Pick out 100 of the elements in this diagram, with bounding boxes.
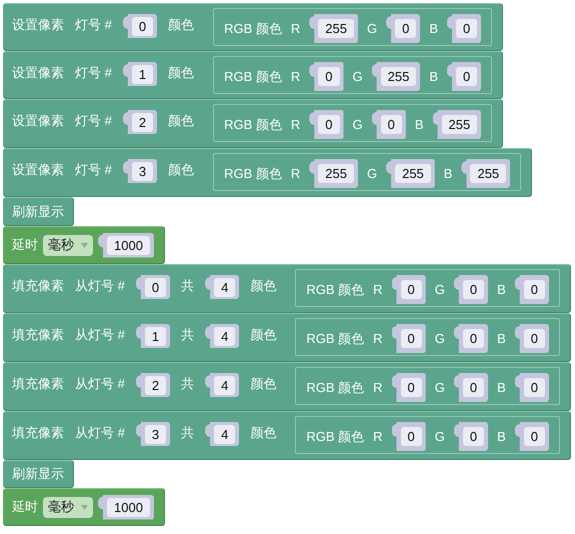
number-block — [205, 422, 240, 446]
number-field: 0 — [456, 19, 478, 38]
block-label: R — [290, 116, 300, 134]
block-label: 共 — [181, 326, 194, 344]
block-label: B — [497, 379, 506, 397]
block-label: R — [373, 428, 382, 446]
number-field: 0 — [524, 329, 545, 348]
number-field: 0 — [462, 378, 484, 397]
number-field: 2 — [132, 112, 154, 132]
number-block — [461, 159, 510, 188]
rgb-color-block — [213, 8, 492, 46]
number-block — [514, 275, 549, 304]
number-block — [309, 62, 344, 91]
block-label: G — [352, 68, 363, 86]
block-label: 设置像素 — [12, 16, 64, 34]
block-label: R — [290, 68, 300, 86]
block-label: G — [434, 330, 445, 348]
number-block — [136, 275, 170, 299]
number-field: 0 — [456, 67, 478, 86]
number-field: 4 — [214, 326, 236, 346]
block-label: 从灯号 # — [75, 375, 125, 393]
block-label: 设置像素 — [12, 64, 64, 82]
number-field: 0 — [524, 378, 545, 397]
block-label: RGB 颜色 — [306, 330, 364, 348]
block-label: 颜色 — [250, 375, 276, 393]
number-field: 0 — [132, 16, 154, 36]
number-block — [136, 324, 170, 348]
block-label: B — [497, 428, 506, 446]
delay-block — [3, 488, 165, 526]
number-field: 0 — [380, 115, 402, 134]
block-label: 从灯号 # — [75, 424, 125, 442]
block-label: 灯号 # — [75, 161, 112, 179]
block-label: R — [373, 330, 382, 348]
number-field: 0 — [318, 115, 340, 134]
number-field: 2 — [144, 376, 166, 394]
number-block — [136, 373, 170, 397]
block-label: B — [429, 68, 438, 86]
number-field: 0 — [400, 378, 422, 397]
number-block — [98, 494, 154, 520]
fill-pixels-block — [3, 362, 571, 411]
number-block — [514, 422, 549, 451]
unit-dropdown: 毫秒 — [43, 496, 93, 518]
block-label: 颜色 — [168, 16, 194, 34]
number-field: 4 — [214, 424, 236, 444]
fill-pixels-block — [3, 264, 571, 313]
fill-pixels-block — [3, 411, 571, 460]
block-label: RGB 颜色 — [224, 116, 282, 134]
number-field: 0 — [395, 19, 416, 38]
number-field: 255 — [318, 164, 354, 183]
block-label: 颜色 — [168, 64, 194, 82]
number-block — [98, 232, 154, 258]
number-field: 0 — [462, 280, 484, 299]
block-label: 填充像素 — [12, 375, 64, 393]
block-label: 填充像素 — [12, 277, 64, 295]
block-label: 共 — [181, 424, 194, 442]
block-label: 共 — [181, 277, 194, 295]
number-block — [454, 373, 488, 402]
number-block — [205, 373, 240, 397]
rgb-color-block — [213, 104, 492, 142]
number-block — [122, 62, 158, 86]
number-field: 0 — [318, 67, 340, 86]
block-label: B — [497, 330, 506, 348]
number-field: 0 — [462, 427, 484, 446]
number-field: 0 — [400, 280, 422, 299]
block-label: 刷新显示 — [12, 465, 64, 483]
number-block — [136, 422, 170, 446]
block-label: 填充像素 — [12, 424, 64, 442]
number-field: 0 — [524, 427, 545, 446]
block-label: 颜色 — [250, 326, 276, 344]
number-block — [432, 110, 482, 139]
block-label: R — [373, 281, 382, 299]
block-label: RGB 颜色 — [306, 379, 364, 397]
block-label: 灯号 # — [75, 64, 112, 82]
number-field: 0 — [400, 427, 422, 446]
block-label: RGB 颜色 — [224, 68, 282, 86]
block-label: G — [434, 281, 445, 299]
block-label: RGB 颜色 — [306, 281, 364, 299]
block-label: G — [366, 165, 378, 183]
block-label: RGB 颜色 — [224, 165, 282, 183]
rgb-color-block — [213, 153, 522, 191]
number-block — [122, 14, 158, 38]
number-block — [309, 159, 358, 188]
set-pixel-block — [3, 51, 504, 99]
block-label: RGB 颜色 — [224, 20, 282, 38]
set-pixel-block — [3, 99, 504, 148]
block-label: 设置像素 — [12, 112, 64, 130]
block-label: B — [429, 20, 438, 38]
block-label: 填充像素 — [12, 326, 64, 344]
number-field: 3 — [144, 424, 166, 444]
block-label: G — [434, 379, 445, 397]
number-block — [386, 159, 435, 188]
block-label: 刷新显示 — [12, 202, 64, 220]
number-block — [122, 110, 158, 134]
block-label: G — [352, 116, 363, 134]
number-block — [392, 422, 426, 451]
block-label: 设置像素 — [12, 161, 64, 179]
block-label: 延时 — [12, 236, 38, 254]
rgb-color-block — [295, 269, 560, 307]
number-block — [205, 275, 240, 299]
number-block — [372, 110, 406, 139]
